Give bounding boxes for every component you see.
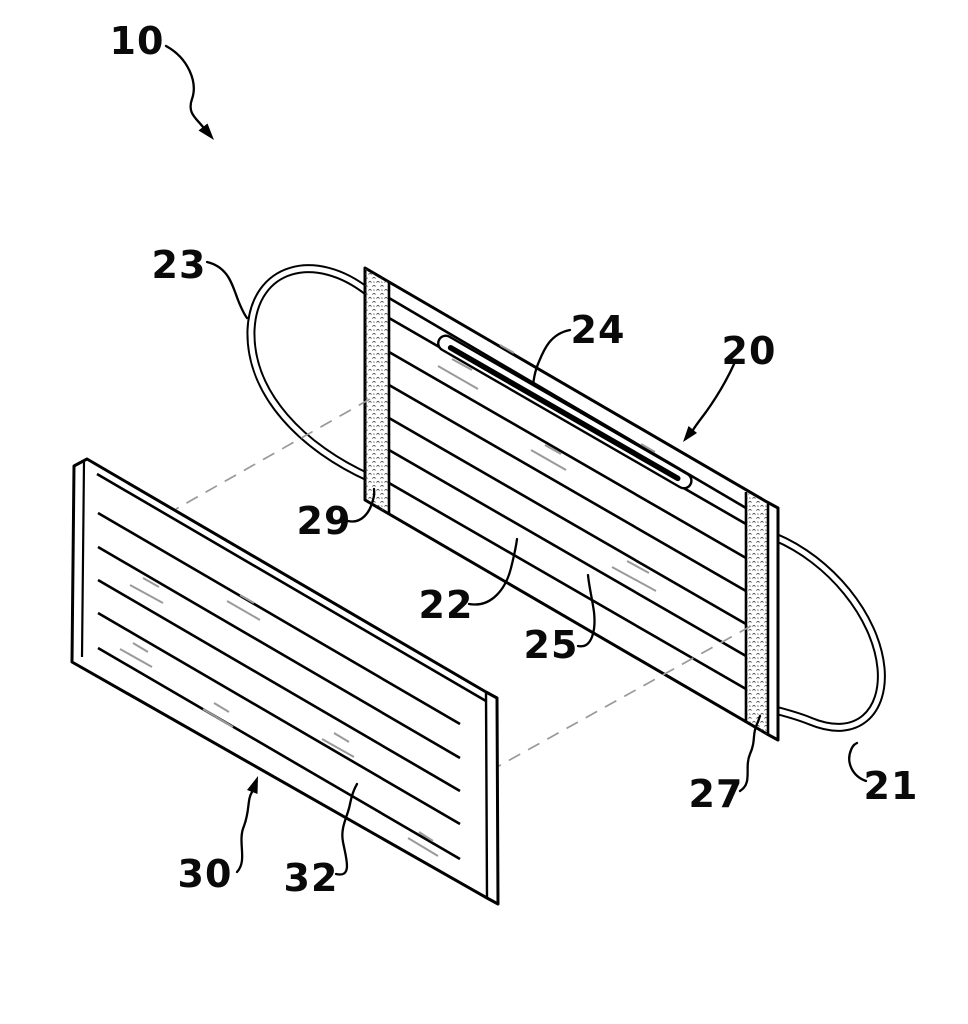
leader-22 — [467, 537, 519, 606]
leader-23 — [205, 260, 249, 320]
ref-label-10: 10 — [109, 19, 165, 63]
leader-10 — [164, 44, 214, 140]
leader-25 — [576, 573, 596, 648]
ref-label-20: 20 — [721, 329, 777, 373]
ref-label-29: 29 — [296, 499, 352, 543]
right-side-band — [746, 492, 768, 735]
leader-lines — [164, 44, 868, 876]
leader-29 — [346, 487, 376, 523]
leader-32 — [334, 782, 359, 876]
leader-30 — [235, 776, 258, 874]
leader-21 — [848, 741, 868, 783]
ref-label-22: 22 — [418, 583, 474, 627]
nose-wire — [437, 334, 693, 490]
ref-label-24: 24 — [570, 308, 626, 352]
projection-dashed-lines — [175, 398, 752, 768]
ref-label-23: 23 — [151, 243, 207, 287]
leader-24 — [531, 328, 572, 387]
left-ear-loop — [246, 264, 372, 483]
inner-layer-sheen-marks — [119, 577, 439, 857]
inner-layer-pleat-lines — [97, 511, 461, 861]
ref-label-32: 32 — [283, 856, 339, 900]
right-ear-loop — [773, 532, 886, 732]
ref-label-30: 30 — [177, 852, 233, 896]
mask-outer-layer — [363, 266, 780, 742]
ref-label-27: 27 — [688, 772, 744, 816]
leader-20 — [683, 360, 737, 442]
ref-label-21: 21 — [863, 764, 919, 808]
leader-27 — [738, 714, 762, 793]
inner-filter-layer — [70, 457, 500, 906]
left-side-band — [365, 268, 389, 514]
ref-label-25: 25 — [523, 623, 579, 667]
